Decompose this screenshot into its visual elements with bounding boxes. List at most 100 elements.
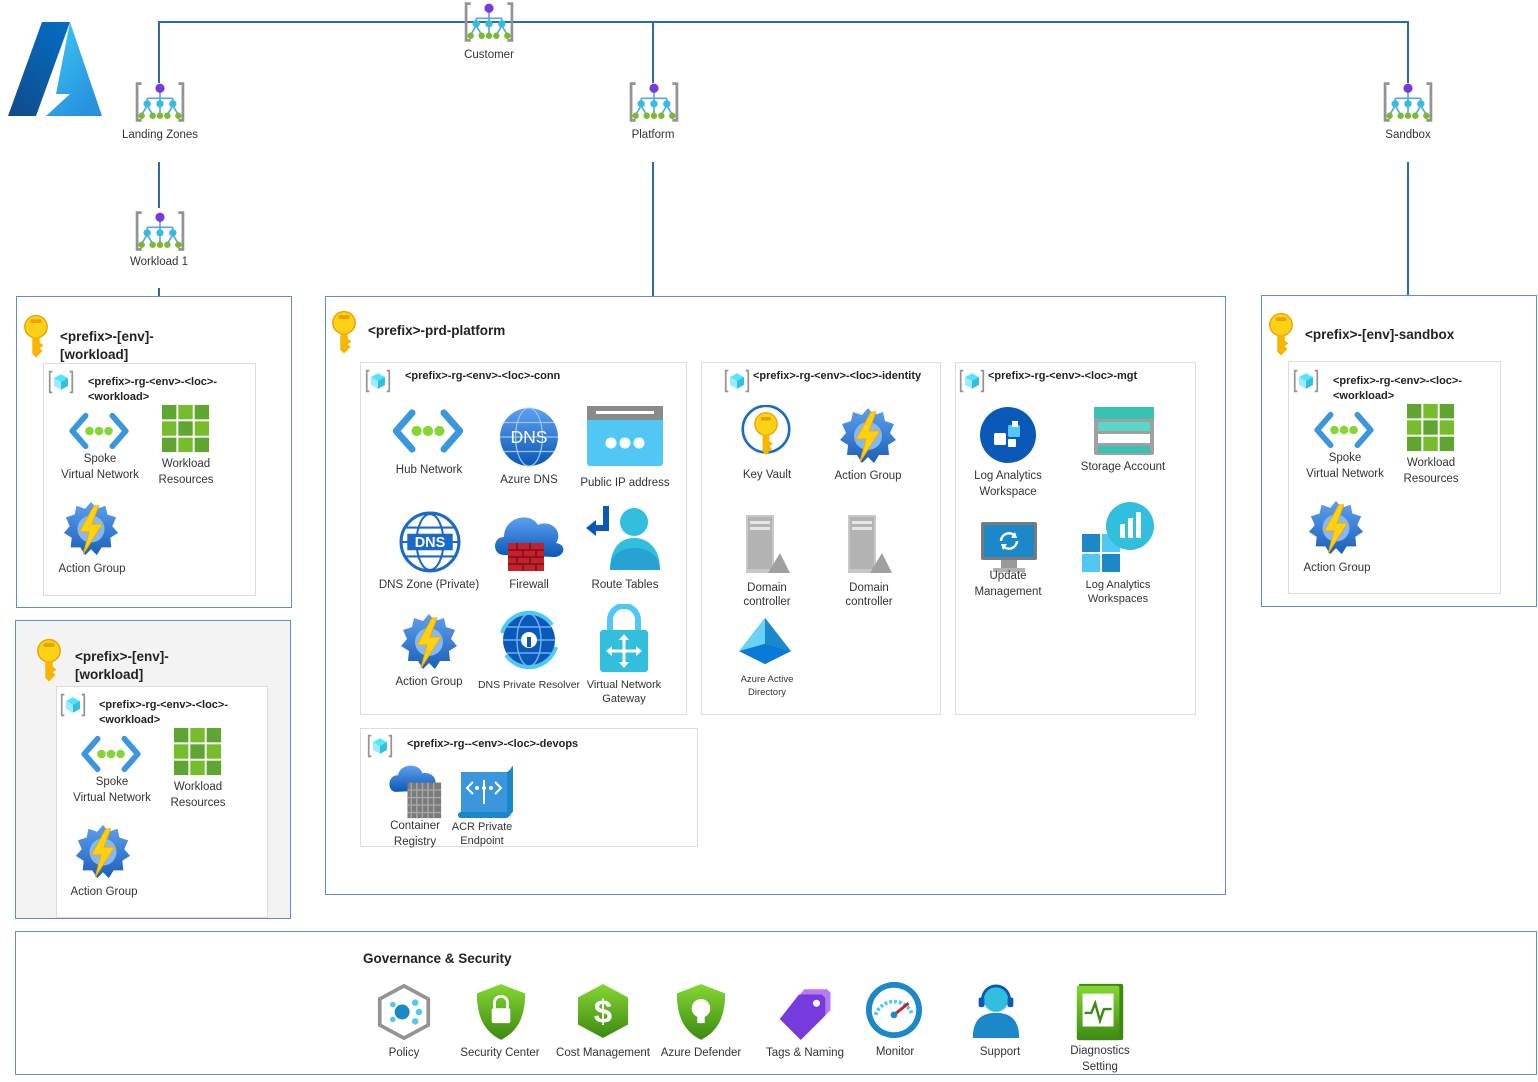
workload-resources-icon xyxy=(173,727,223,777)
domain-controller-label-line1: Domain xyxy=(747,582,787,594)
spoke-label-line2: Virtual Network xyxy=(73,792,151,804)
resource-group-title-line1: <prefix>-rg-<env>-<loc>- xyxy=(88,376,217,388)
identity-resource-group-box xyxy=(701,362,941,715)
monitor-label: Monitor xyxy=(875,1046,915,1058)
key-vault-label: Key Vault xyxy=(742,469,792,481)
resource-group-title-line2: <workload> xyxy=(88,391,150,403)
log-analytics-workspaces-icon xyxy=(1080,500,1156,576)
policy-label: Policy xyxy=(388,1047,420,1059)
workload1-label: Workload 1 xyxy=(130,256,188,268)
domain-controller-icon xyxy=(740,513,790,575)
update-management-label-line1: Update xyxy=(989,570,1027,582)
resource-group-title-line1: <prefix>-rg-<env>-<loc>- xyxy=(99,699,228,711)
spoke-label-line1: Spoke xyxy=(83,453,117,465)
subscription-key-icon xyxy=(1267,312,1295,358)
resource-group-box xyxy=(56,686,268,918)
firewall-label: Firewall xyxy=(509,579,549,591)
domain-controller-label-line2: controller xyxy=(845,596,893,608)
workload-label-line1: Workload xyxy=(173,781,223,793)
domain-controller-icon xyxy=(842,513,892,575)
action-group-icon xyxy=(62,500,120,558)
customer-label: Customer xyxy=(464,49,514,61)
virtual-network-icon xyxy=(68,410,130,452)
spoke-label-line2: Virtual Network xyxy=(61,469,139,481)
management-group-icon xyxy=(132,209,188,253)
resource-group-icon xyxy=(48,369,74,395)
sandbox-title: <prefix>-[env]-sandbox xyxy=(1305,327,1455,342)
resource-group-icon xyxy=(959,368,985,394)
spoke-label-line1: Spoke xyxy=(95,776,129,788)
management-group-icon xyxy=(1380,80,1436,124)
workload-resources-icon xyxy=(1406,403,1456,453)
connector-platform xyxy=(652,21,654,83)
azure-dns-label: Azure DNS xyxy=(500,474,558,486)
container-registry-label-line1: Container xyxy=(390,820,440,832)
cost-management-label: Cost Management xyxy=(556,1047,650,1059)
workload-label-line2: Resources xyxy=(1403,473,1459,485)
aad-label-line1: Azure Active xyxy=(740,674,794,685)
action-group-icon xyxy=(1307,499,1365,557)
virtual-network-icon xyxy=(1313,409,1375,451)
workload-label-line2: Resources xyxy=(170,797,226,809)
azure-defender-icon xyxy=(675,982,727,1042)
subscription-title-line1: <prefix>-[env]- xyxy=(75,649,169,664)
support-icon xyxy=(969,980,1023,1040)
sandbox-subscription-box xyxy=(1261,295,1537,607)
support-label: Support xyxy=(979,1046,1021,1058)
workload-label-line1: Workload xyxy=(161,458,211,470)
acr-endpoint-label-line1: ACR Private xyxy=(451,821,513,833)
landing-zones-label: Landing Zones xyxy=(121,129,199,141)
security-center-icon xyxy=(475,982,527,1042)
action-group-icon xyxy=(838,406,898,466)
domain-controller-label-line2: controller xyxy=(743,596,791,608)
workload-label-line1: Workload xyxy=(1406,457,1456,469)
action-group-label: Action Group xyxy=(395,676,463,688)
action-group-icon xyxy=(74,823,132,881)
vnet-gateway-label-line1: Virtual Network xyxy=(586,679,662,691)
log-analytics-workspaces-label-line1: Log Analytics xyxy=(1085,579,1151,591)
vnet-gateway-label-line2: Gateway xyxy=(602,693,646,705)
dns-private-resolver-label: DNS Private Resolver xyxy=(477,679,581,691)
dns-private-resolver-icon xyxy=(494,605,564,675)
connector-workload1 xyxy=(158,162,160,208)
spoke-label-line1: Spoke xyxy=(1328,452,1362,464)
monitor-icon xyxy=(864,980,924,1040)
log-analytics-label-line1: Log Analytics xyxy=(974,470,1042,482)
resource-group-box xyxy=(1288,361,1501,594)
spoke-label-line2: Virtual Network xyxy=(1306,468,1384,480)
security-center-label: Security Center xyxy=(460,1047,540,1059)
resource-group-icon xyxy=(365,368,391,394)
devops-resource-group-title: <prefix>-rg--<env>-<loc>-devops xyxy=(407,738,579,750)
diagnostics-label-line2: Setting xyxy=(1082,1061,1118,1073)
platform-title: <prefix>-prd-platform xyxy=(368,323,506,338)
aad-label-line2: Directory xyxy=(747,687,786,698)
resource-group-icon xyxy=(724,368,750,394)
azure-active-directory-icon xyxy=(737,616,793,666)
resource-group-title-line1: <prefix>-rg-<env>-<loc>- xyxy=(1333,375,1462,387)
resource-group-title-line2: <workload> xyxy=(99,714,161,726)
hub-network-icon xyxy=(390,406,466,456)
connector-workload-box xyxy=(158,288,160,297)
route-tables-icon xyxy=(586,502,666,572)
public-ip-icon xyxy=(586,405,664,467)
dns-zone-icon xyxy=(399,511,461,573)
resource-group-icon xyxy=(60,692,86,718)
subscription-title-line2: [workload] xyxy=(60,347,129,362)
workload-label-line2: Resources xyxy=(158,474,214,486)
update-management-icon xyxy=(979,520,1039,576)
sandbox-label: Sandbox xyxy=(1385,129,1431,141)
azure-dns-icon xyxy=(498,406,560,468)
container-registry-icon xyxy=(383,762,445,820)
subscription-title-line1: <prefix>-[env]- xyxy=(60,329,154,344)
connector-top-horizontal xyxy=(159,21,1409,23)
key-vault-icon xyxy=(735,405,797,467)
update-management-label-line2: Management xyxy=(974,586,1042,598)
subscription-key-icon xyxy=(330,310,358,356)
management-group-icon xyxy=(132,80,188,124)
route-tables-label: Route Tables xyxy=(591,579,659,591)
cost-management-icon xyxy=(576,982,630,1040)
azure-logo xyxy=(4,20,104,118)
connector-landing-zones xyxy=(158,21,160,83)
subscription-key-icon xyxy=(22,314,50,360)
storage-account-label: Storage Account xyxy=(1080,461,1166,473)
